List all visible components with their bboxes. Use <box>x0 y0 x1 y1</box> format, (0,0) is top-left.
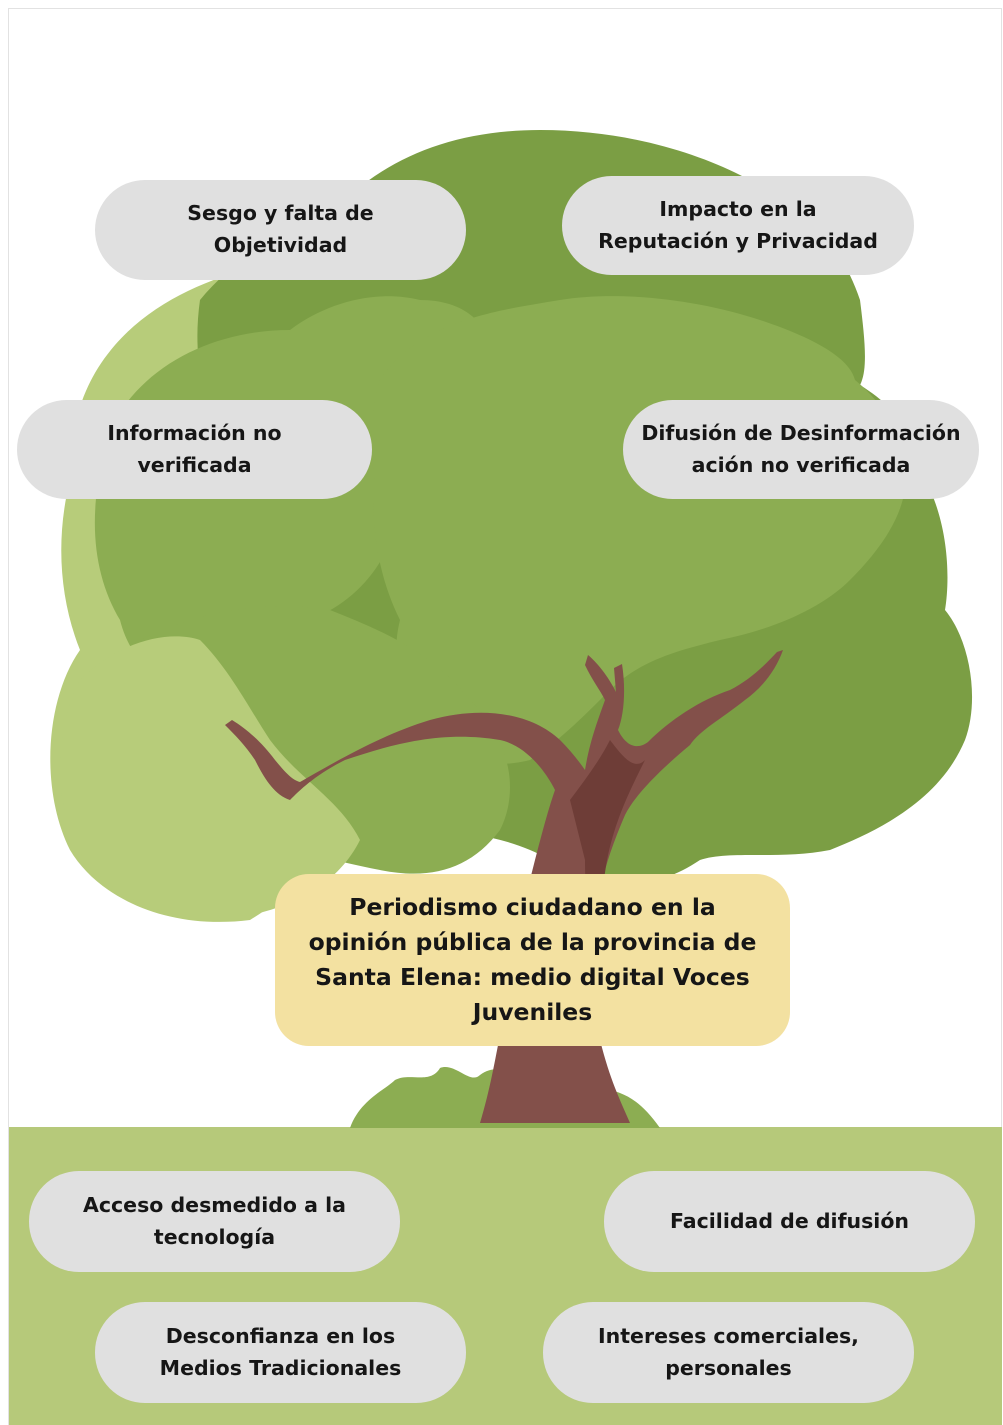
cause-pill-facilidad: Facilidad de difusión <box>604 1171 975 1272</box>
cause-label: Facilidad de difusión <box>669 1208 910 1233</box>
trunk-shadow <box>570 740 645 990</box>
cause-label: Desconfianza en los Medios Tradicionales <box>159 1323 402 1380</box>
effect-pill-sesgo: Sesgo y falta de Objetividad <box>95 180 466 280</box>
central-problem-box: Periodismo ciudadano en la opinión públi… <box>275 874 790 1046</box>
tree-trunk <box>225 650 783 1123</box>
foliage-lower-left <box>59 636 360 918</box>
effect-label: Sesgo y falta de Objetividad <box>187 201 374 257</box>
cause-label: Acceso desmedido a la tecnología <box>83 1192 346 1249</box>
effect-label: Difusión de Desinformación ación no veri… <box>641 420 961 477</box>
effect-label: Información no verificada <box>107 420 282 477</box>
page-frame <box>8 8 1002 1425</box>
central-problem-label: Periodismo ciudadano en la opinión públi… <box>308 893 757 1026</box>
cause-pill-acceso: Acceso desmedido a la tecnología <box>29 1171 400 1272</box>
cause-label: Intereses comerciales, personales <box>598 1323 859 1380</box>
cause-pill-intereses: Intereses comerciales, personales <box>543 1302 914 1403</box>
effect-pill-informacion: Información no verificada <box>17 400 372 499</box>
effect-pill-difusion: Difusión de Desinformación ación no veri… <box>623 400 979 499</box>
effect-label: Impacto en la Reputación y Privacidad <box>598 196 878 253</box>
cause-pill-desconfianza: Desconfianza en los Medios Tradicionales <box>95 1302 466 1403</box>
effect-pill-impacto: Impacto en la Reputación y Privacidad <box>562 176 914 275</box>
